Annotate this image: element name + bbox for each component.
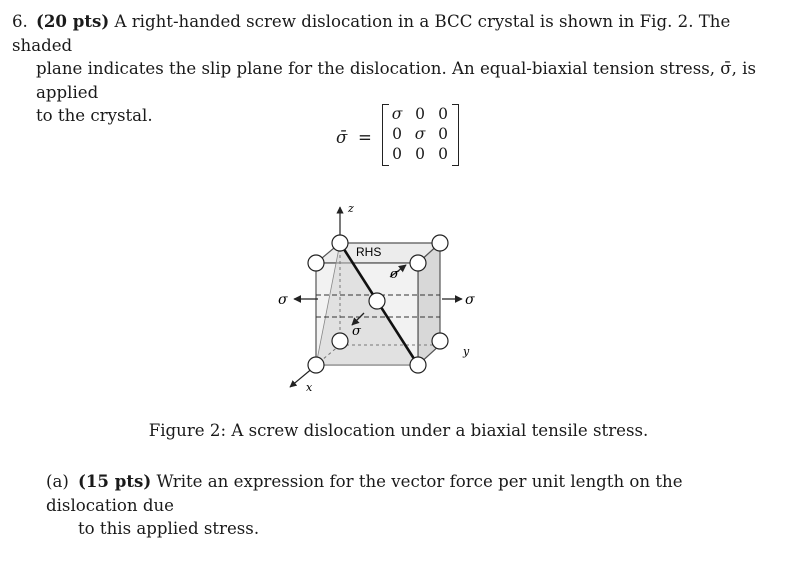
matrix-cell-11: σ bbox=[391, 105, 403, 123]
matrix-cell-31: 0 bbox=[392, 145, 402, 163]
crystal-diagram: z x y σ σ σ σ RHS bbox=[278, 202, 475, 394]
atom-corner bbox=[409, 356, 427, 374]
stress-label-left: σ bbox=[278, 292, 288, 308]
y-axis-label: y bbox=[462, 345, 470, 358]
matrix-symbol: σ̄ bbox=[336, 128, 348, 147]
stress-label-front: σ bbox=[352, 324, 362, 339]
atom-corner bbox=[409, 254, 427, 272]
subquestion-points: (15 pts) bbox=[78, 471, 152, 491]
subquestion-label: (a) bbox=[46, 472, 69, 491]
atom-corner bbox=[431, 234, 449, 252]
problem-line-2: plane indicates the slip plane for the d… bbox=[36, 59, 757, 102]
matrix-left-bracket bbox=[382, 104, 389, 166]
problem-points: (20 pts) bbox=[36, 11, 110, 31]
z-axis-label: z bbox=[347, 202, 354, 215]
matrix-cell-23: 0 bbox=[438, 125, 448, 143]
problem-line-1: 6. (20 pts) A right-handed screw dislocat… bbox=[12, 10, 782, 57]
matrix-cell-33: 0 bbox=[438, 145, 448, 163]
figure-caption: Figure 2: A screw dislocation under a bi… bbox=[148, 421, 649, 440]
stress-matrix: σ̄ = σ 0 0 0 σ 0 0 0 0 bbox=[336, 104, 466, 166]
stress-arrow-back bbox=[389, 264, 407, 278]
atom-corner bbox=[307, 356, 325, 374]
problem-text-1: A right-handed screw dislocation in a BC… bbox=[12, 12, 731, 55]
atom-corner bbox=[431, 332, 449, 350]
matrix-equals: = bbox=[358, 128, 372, 147]
x-axis-label: x bbox=[306, 381, 313, 394]
matrix-cell-13: 0 bbox=[438, 105, 448, 123]
atom-corner bbox=[307, 254, 325, 272]
subquestion-line-1: (a) (15 pts) Write an expression for the … bbox=[46, 470, 776, 517]
matrix-cell-32: 0 bbox=[415, 145, 425, 163]
atom-corner bbox=[331, 332, 349, 350]
stress-label-back: σ bbox=[390, 267, 400, 282]
subquestion-text-1: Write an expression for the vector force… bbox=[46, 472, 683, 515]
matrix-cell-21: 0 bbox=[392, 125, 402, 143]
matrix-cell-12: 0 bbox=[415, 105, 425, 123]
problem-statement: 6. (20 pts) A right-handed screw dislocat… bbox=[12, 10, 782, 128]
problem-line-3: to the crystal. bbox=[36, 106, 153, 125]
atom-body-center bbox=[368, 292, 386, 310]
matrix-cell-22: σ bbox=[414, 125, 426, 143]
rhs-label: RHS bbox=[356, 245, 381, 259]
problem-number: 6. bbox=[12, 12, 28, 31]
subquestion-line-2: to this applied stress. bbox=[78, 519, 260, 538]
subquestion-a: (a) (15 pts) Write an expression for the … bbox=[46, 470, 776, 541]
atom-corner bbox=[331, 234, 349, 252]
matrix-right-bracket bbox=[452, 104, 459, 166]
stress-label-right: σ bbox=[465, 292, 475, 308]
crystal-figure: z x y σ σ σ σ RHS bbox=[270, 195, 510, 400]
stress-arrow-front bbox=[351, 312, 365, 326]
